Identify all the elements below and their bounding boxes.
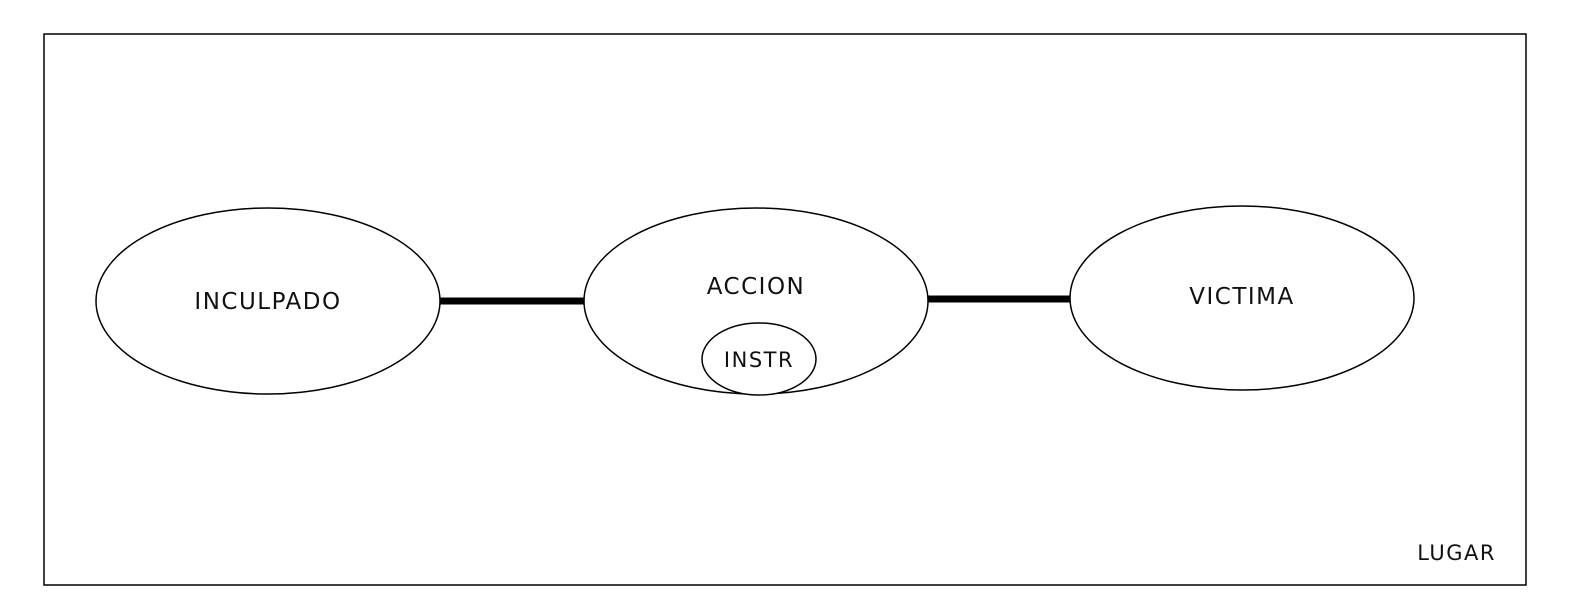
lugar-label: LUGAR [1417,541,1496,565]
node-accion: ACCION [583,207,929,395]
node-victima: VICTIMA [1069,205,1415,391]
lugar-frame [43,33,1527,586]
node-victima-label: VICTIMA [1189,284,1295,310]
node-victima-shape [1069,205,1415,391]
node-instrumento-label: INSTR [724,348,794,372]
node-instrumento-shape [701,322,817,396]
node-instrumento: INSTR [701,322,817,396]
node-accion-label: ACCION [707,274,806,300]
node-inculpado: INCULPADO [95,207,441,395]
node-inculpado-label: INCULPADO [194,289,341,315]
node-inculpado-shape [95,207,441,395]
